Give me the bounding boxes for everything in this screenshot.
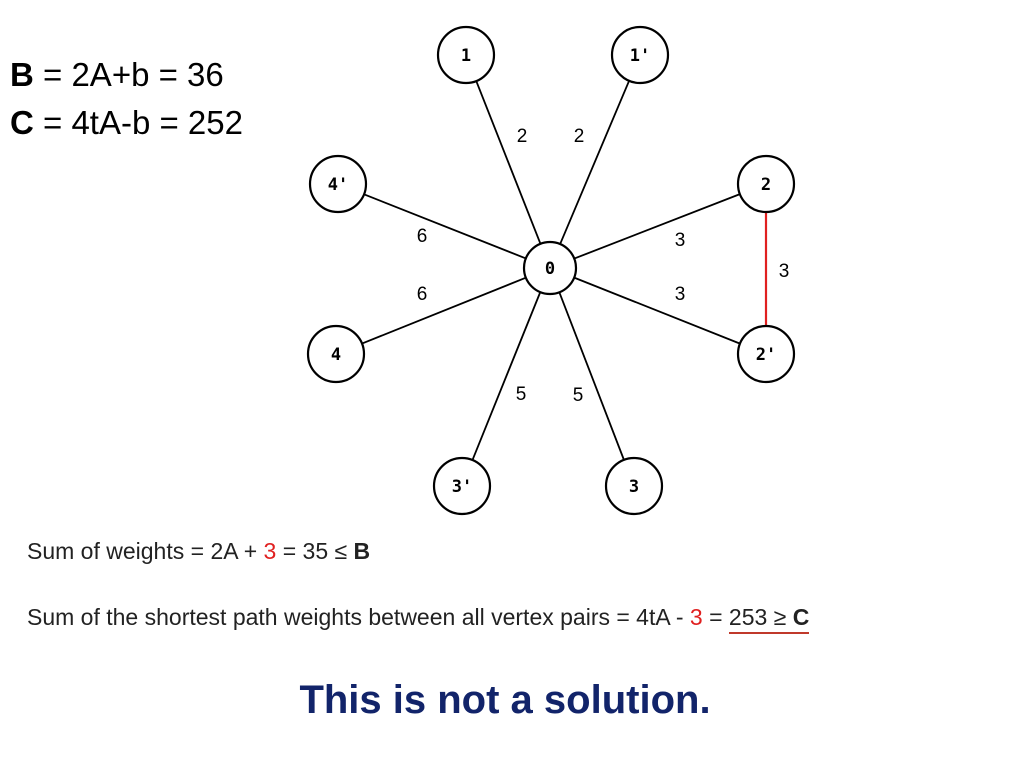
- formula-c-var: C: [10, 104, 34, 141]
- node-1p: [610, 25, 670, 85]
- sum-of-weights-line: Sum of weights = 2A + 3 = 35 ≤ B: [27, 538, 370, 565]
- node-label-2: 2: [761, 175, 771, 195]
- sum-weights-bound: B: [353, 538, 371, 564]
- node-label-1: 1: [461, 46, 471, 66]
- node-label-3p: 3': [452, 477, 472, 497]
- sum-shortest-middle: =: [702, 604, 729, 630]
- edge-weight-0-2p: 3: [675, 284, 686, 305]
- node-2: [736, 154, 796, 214]
- edge-weight-0-1p: 2: [574, 126, 585, 147]
- formula-c: C = 4tA-b = 252: [10, 104, 243, 142]
- node-3p: [432, 456, 492, 516]
- formula-b-expr: = 2A+b = 36: [33, 56, 224, 93]
- edge-weight-0-2: 3: [675, 230, 686, 251]
- node-label-2p: 2': [756, 345, 776, 365]
- edge-0-4: [361, 276, 527, 345]
- sum-shortest-path-line: Sum of the shortest path weights between…: [27, 604, 810, 634]
- star-graph: 2 2 3 3 5 5 6 6 3 0 1 1' 2 2' 3 3' 4 4': [306, 25, 796, 516]
- node-4p: [308, 154, 368, 214]
- sum-shortest-red-term: 3: [689, 604, 703, 630]
- node-label-4p: 4': [328, 175, 348, 195]
- edge-weight-0-3p: 5: [516, 384, 527, 405]
- node-3: [604, 456, 664, 516]
- edge-weight-2-2p: 3: [779, 261, 790, 282]
- sum-shortest-prefix: Sum of the shortest path weights between…: [27, 604, 690, 630]
- formula-b-var: B: [10, 56, 34, 93]
- node-2p: [736, 324, 796, 384]
- edge-0-3: [558, 291, 625, 461]
- edge-0-4p: [363, 193, 527, 260]
- node-label-0: 0: [545, 259, 555, 279]
- node-label-3: 3: [629, 477, 639, 497]
- edge-weight-0-3: 5: [573, 385, 584, 406]
- edge-0-1p: [559, 80, 630, 245]
- sum-shortest-underlined-result: 253 ≥ C: [728, 604, 810, 634]
- edge-0-1: [475, 80, 542, 245]
- node-4: [306, 324, 366, 384]
- node-label-4: 4: [331, 345, 341, 365]
- conclusion-text: This is not a solution.: [299, 678, 711, 722]
- sum-shortest-bound: C: [792, 604, 810, 630]
- node-label-1p: 1': [630, 46, 650, 66]
- formula-c-expr: = 4tA-b = 252: [33, 104, 243, 141]
- sum-weights-prefix: Sum of weights = 2A +: [27, 538, 264, 564]
- sum-weights-middle: = 35 ≤: [276, 538, 354, 564]
- node-1: [436, 25, 496, 85]
- edge-weight-0-4: 6: [417, 284, 428, 305]
- edge-0-2p: [573, 276, 741, 345]
- edge-0-2: [573, 193, 741, 260]
- edge-weight-0-4p: 6: [417, 226, 428, 247]
- formula-b: B = 2A+b = 36: [10, 56, 224, 94]
- sum-weights-red-term: 3: [263, 538, 277, 564]
- edge-0-3p: [471, 291, 542, 461]
- node-0: [522, 240, 578, 296]
- edge-weight-0-1: 2: [517, 126, 528, 147]
- sum-shortest-value: 253 ≥: [728, 604, 793, 630]
